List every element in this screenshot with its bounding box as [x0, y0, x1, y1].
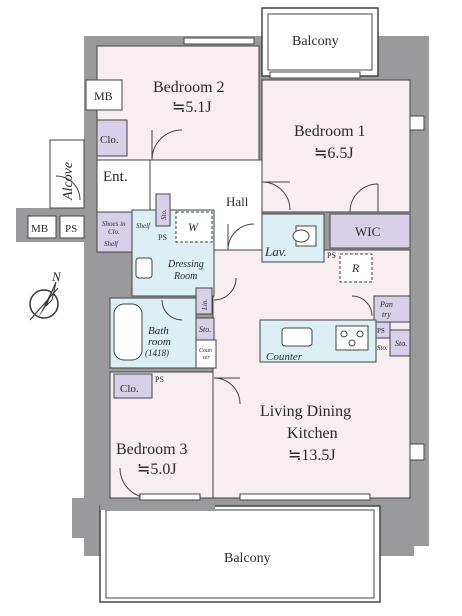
door-swings	[55, 129, 379, 499]
ps-label-4: PS	[155, 375, 164, 384]
wic-label: WIC	[355, 224, 380, 239]
ps-label-3: PS	[377, 327, 385, 335]
lavatory-label: Lav.	[264, 244, 287, 259]
shoes-closet	[96, 211, 133, 253]
mb-lower-label: MB	[31, 223, 48, 235]
counter-kitchen-label: Counter	[266, 351, 303, 363]
pantry	[373, 295, 411, 323]
sto-pantry-2	[389, 329, 411, 357]
pantry-label-2: try	[382, 310, 391, 319]
ldk-floor	[212, 249, 411, 499]
counter-bath-label-1: Coun	[199, 348, 212, 354]
mb-upper-box	[85, 79, 123, 111]
refrigerator-box	[339, 253, 373, 283]
sto-label-3: Sto.	[377, 344, 388, 352]
washer-box	[175, 211, 213, 243]
bedroom1-floor	[261, 79, 411, 213]
counter-bath-label-2: ter	[203, 355, 210, 361]
north-compass-icon	[29, 281, 59, 321]
pantry-label-1: Pan	[379, 300, 393, 309]
compass-north-label: N	[51, 269, 62, 284]
entrance-floor	[96, 159, 151, 213]
balcony-bottom-label: Balcony	[224, 551, 271, 566]
balcony-top	[261, 7, 379, 77]
bathtub-icon	[113, 303, 143, 361]
dressing-label-2: Room	[173, 271, 197, 282]
alcove-label: Alcove	[61, 162, 76, 201]
bedroom3-name: Bedroom 3	[116, 441, 188, 458]
ps-label-2: PS	[327, 251, 336, 260]
ldk-name-1: Living Dining	[260, 403, 351, 420]
clo-bedroom3-label: Clo.	[120, 383, 139, 395]
ldk-size: ≒13.5J	[288, 447, 336, 464]
hall-label: Hall	[226, 194, 249, 209]
linen-label: Lin.	[201, 299, 209, 311]
shelf-label-1: Shelf	[136, 222, 151, 230]
sto-label-4: Sto.	[395, 339, 407, 348]
ps-lower-label: PS	[65, 223, 77, 235]
bedroom2-name: Bedroom 2	[153, 79, 225, 96]
sto-shoes	[155, 193, 171, 227]
sink-icon	[281, 327, 313, 347]
sto-label-2: Sto.	[199, 325, 211, 334]
linen	[195, 287, 213, 315]
refrigerator-label: R	[351, 261, 360, 275]
ps-lower-box	[59, 215, 85, 239]
mb-upper-label: MB	[94, 89, 113, 103]
bathroom-label-3: (1418)	[145, 348, 169, 358]
balcony-top-label: Balcony	[292, 34, 339, 49]
shelf-label-2: Shelf	[104, 240, 119, 248]
clo-bedroom3	[113, 373, 153, 399]
windows	[139, 37, 425, 501]
dressing-label-1: Dressing	[167, 259, 204, 270]
shoes-label-2: Clo.	[108, 228, 120, 236]
clo-bedroom2-label: Clo.	[100, 134, 119, 146]
bedroom2-size: ≒5.1J	[172, 99, 212, 116]
counter-bath	[195, 339, 217, 369]
bedroom1-size: ≒6.5J	[314, 145, 354, 162]
wic	[329, 213, 411, 249]
shoes-label-1: Shoes in	[102, 220, 126, 228]
ldk-name-2: Kitchen	[287, 425, 338, 442]
bedroom1-name: Bedroom 1	[294, 123, 366, 140]
clo-bedroom2	[96, 119, 128, 157]
toilet-icon	[292, 225, 317, 247]
ps-label-1: PS	[158, 233, 167, 242]
sto-label-1: Sto.	[160, 209, 168, 220]
bathroom-label-2: room	[148, 336, 171, 348]
bedroom3-size: ≒5.0J	[137, 461, 177, 478]
entrance-label: Ent.	[103, 169, 128, 185]
basin-icon	[135, 257, 153, 279]
balcony-bottom	[99, 498, 381, 603]
washer-label: W	[188, 220, 199, 234]
bathroom-label-1: Bath	[148, 325, 169, 337]
mb-lower-box	[27, 215, 57, 239]
alcove-area	[49, 139, 85, 209]
kitchen-counter	[259, 319, 377, 363]
